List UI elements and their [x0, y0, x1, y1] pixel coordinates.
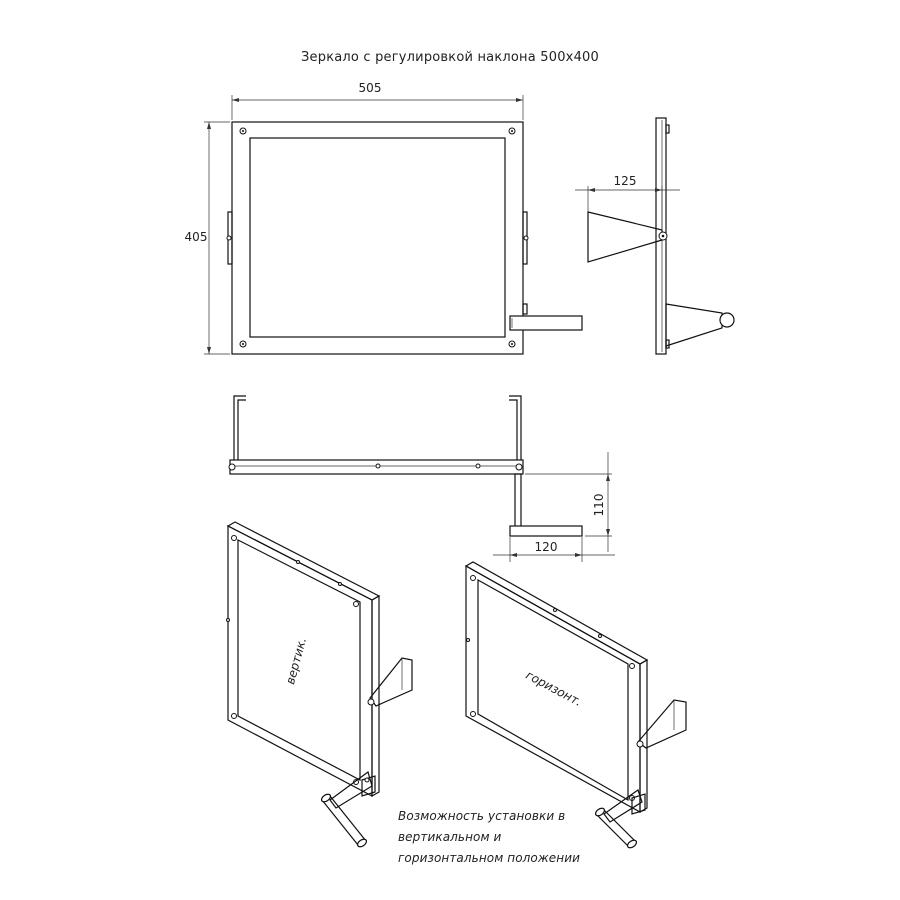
dimension-height-label: 405 — [185, 230, 208, 244]
dimension-handle-height-label: 110 — [592, 494, 606, 517]
iso-view-vertical: вертик. — [226, 521, 413, 848]
bracket-vertical — [369, 657, 413, 707]
mirror-glass — [249, 137, 506, 338]
handle-bar — [509, 315, 583, 331]
handle-end — [719, 312, 735, 328]
bracket-horizontal — [637, 699, 687, 749]
corner-screws — [239, 127, 516, 348]
top-handle-bar — [509, 525, 583, 537]
installation-note: Возможность установки в вертикальном и г… — [398, 806, 580, 869]
handle-bracket — [665, 303, 723, 347]
dimension-depth-label: 125 — [614, 174, 637, 188]
dimension-handle-length-label: 120 — [535, 540, 558, 554]
dimension-width-label: 505 — [359, 81, 382, 95]
top-view: 110 120 — [228, 395, 615, 562]
side-view: 125 — [575, 117, 735, 355]
note-line-3: горизонтальном положении — [398, 851, 581, 865]
wall-bracket — [587, 211, 663, 263]
glass-horizontal — [477, 578, 629, 802]
note-line-2: вертикальном и — [398, 830, 502, 844]
iso-horizontal-label: горизонт. — [523, 668, 584, 709]
iso-vertical-label: вертик. — [283, 636, 309, 686]
front-view: 505 405 — [185, 81, 583, 355]
drawing-title: Зеркало с регулировкой наклона 500х400 — [301, 50, 599, 65]
note-line-1: Возможность установки в — [398, 809, 566, 823]
mirror-frame-outer — [231, 121, 524, 355]
glass-vertical — [237, 539, 361, 781]
